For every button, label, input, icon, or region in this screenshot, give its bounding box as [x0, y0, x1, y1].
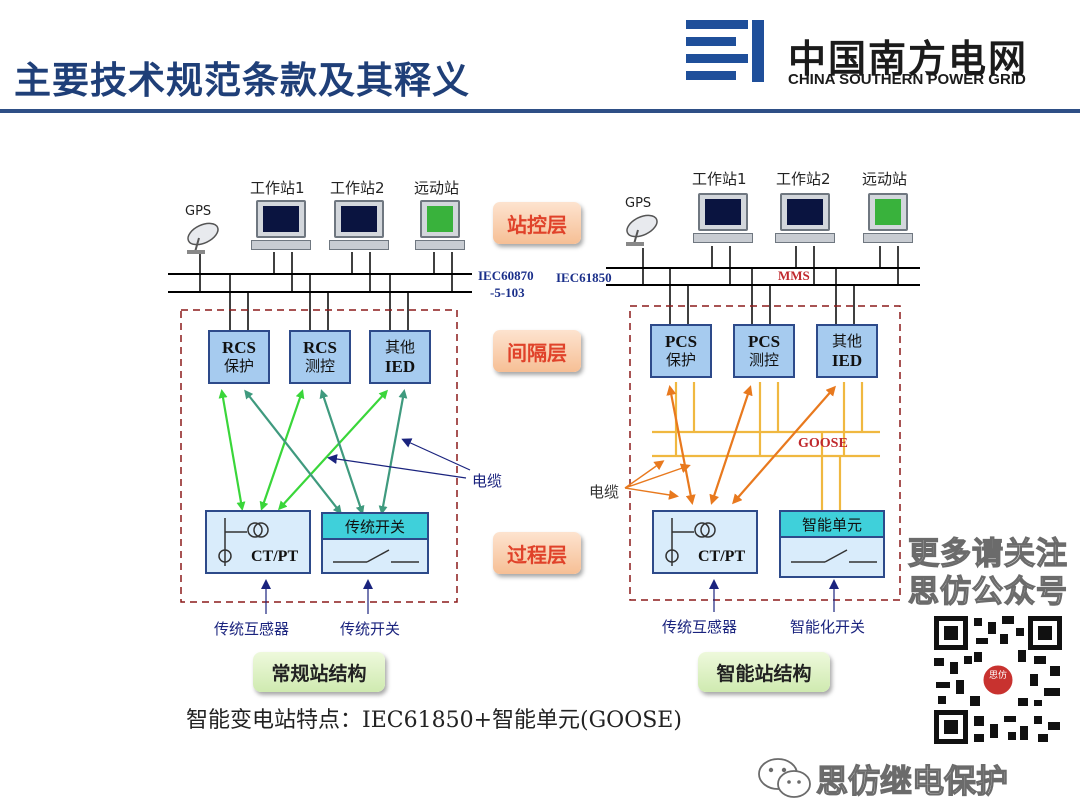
smart-unit-header: 智能单元	[781, 512, 883, 538]
watermark-follow-line1: 更多请关注	[907, 535, 1068, 572]
ied-function: 其他	[384, 338, 415, 356]
ied-function: 其他	[831, 332, 862, 350]
station-layer-badge: 站控层	[493, 202, 581, 244]
smart-ied-other: 其他 IED	[816, 324, 878, 378]
conventional-switch-box: 传统开关	[321, 512, 429, 574]
page-title: 主要技术规范条款及其释义	[14, 59, 470, 102]
goose-label: GOOSE	[798, 436, 848, 451]
smart-drops	[642, 246, 899, 324]
conventional-ied-rcs-protection: RCS 保护	[208, 330, 270, 384]
protocol-103-line2: -5-103	[490, 285, 525, 300]
wechat-icon	[758, 758, 811, 798]
workstation1-computer-icon	[251, 200, 311, 250]
qr-code-icon[interactable]: 思仿	[930, 612, 1066, 748]
smart-unit-box: 智能单元	[779, 510, 885, 578]
workstation2-label: 工作站2	[330, 179, 385, 197]
conventional-ctpt-box: CT/PT	[205, 510, 311, 574]
smart-structure-caption: 智能站结构	[698, 652, 830, 692]
smart-ied-pcs-protection: PCS 保护	[650, 324, 712, 378]
smart-ied-pcs-measure: PCS 测控	[733, 324, 795, 378]
smart-sensor-label: 传统互感器	[662, 618, 738, 636]
ied-model: PCS	[747, 332, 781, 351]
switch-header: 传统开关	[323, 514, 427, 540]
logo-english: CHINA SOUTHERN POWER GRID	[788, 71, 1026, 88]
smart-substation-feature-text: 智能变电站特点：IEC61850+智能单元(GOOSE)	[186, 708, 682, 733]
csg-logo-icon	[686, 20, 764, 82]
conventional-ied-rcs-measure: RCS 测控	[289, 330, 351, 384]
gps-label-smart: GPS	[625, 196, 652, 211]
smart-workstation2-computer-icon	[775, 193, 835, 243]
qr-badge-text: 思仿	[989, 669, 1007, 681]
ied-function: 测控	[304, 357, 335, 375]
satellite-dish-icon	[626, 214, 658, 246]
conventional-dashed-boundary	[180, 309, 458, 603]
gps-label: GPS	[185, 204, 212, 219]
remote-station-label: 远动站	[414, 179, 460, 197]
transformer-symbol-icon	[218, 518, 269, 566]
ied-function: 测控	[748, 351, 779, 369]
smart-dashed-boundary	[629, 305, 901, 601]
workstation2-computer-icon	[329, 200, 389, 250]
conventional-drops	[199, 252, 453, 330]
switch-symbol-icon	[791, 549, 877, 563]
mms-label: MMS	[778, 268, 810, 283]
smart-workstation1-label: 工作站1	[692, 170, 747, 188]
protocol-103-line1: IEC60870	[478, 268, 534, 283]
conventional-switch-label: 传统开关	[340, 620, 401, 638]
watermark-footer-brand: 思仿继电保护	[815, 761, 1009, 800]
ied-model: RCS	[302, 338, 337, 357]
ied-function: 保护	[665, 351, 696, 369]
ied-function: 保护	[223, 357, 254, 375]
smart-workstation1-computer-icon	[693, 193, 753, 243]
remote-station-computer-icon	[415, 200, 465, 250]
watermark-follow-line2: 思仿公众号	[907, 573, 1068, 610]
conventional-sensor-label: 传统互感器	[214, 620, 290, 638]
smart-switch-label: 智能化开关	[790, 618, 866, 636]
smart-cable-label: 电缆	[589, 483, 620, 501]
ctpt-label: CT/PT	[251, 548, 299, 565]
process-layer-badge: 过程层	[493, 532, 581, 574]
smart-station-bus	[606, 267, 920, 286]
ied-model: PCS	[664, 332, 698, 351]
workstation1-label: 工作站1	[250, 179, 305, 197]
protocol-61850-label: IEC61850	[556, 270, 612, 285]
conventional-cable-label: 电缆	[472, 472, 503, 490]
smart-remote-station-label: 远动站	[862, 170, 908, 188]
smart-ctpt-box: CT/PT	[652, 510, 758, 574]
conventional-structure-caption: 常规站结构	[253, 652, 385, 692]
header-divider	[0, 109, 1080, 113]
ied-model: IED	[384, 357, 416, 376]
ied-model: IED	[831, 351, 863, 370]
smart-workstation2-label: 工作站2	[776, 170, 831, 188]
smart-remote-station-computer-icon	[863, 193, 913, 243]
ied-model: RCS	[221, 338, 256, 357]
conventional-ied-other: 其他 IED	[369, 330, 431, 384]
satellite-dish-icon	[187, 222, 219, 254]
switch-symbol-icon	[333, 549, 419, 563]
conventional-station-bus	[168, 273, 472, 293]
ctpt-label: CT/PT	[698, 548, 746, 565]
transformer-symbol-icon	[665, 518, 716, 566]
bay-layer-badge: 间隔层	[493, 330, 581, 372]
logo-chinese: 中国南方电网	[788, 37, 1029, 81]
